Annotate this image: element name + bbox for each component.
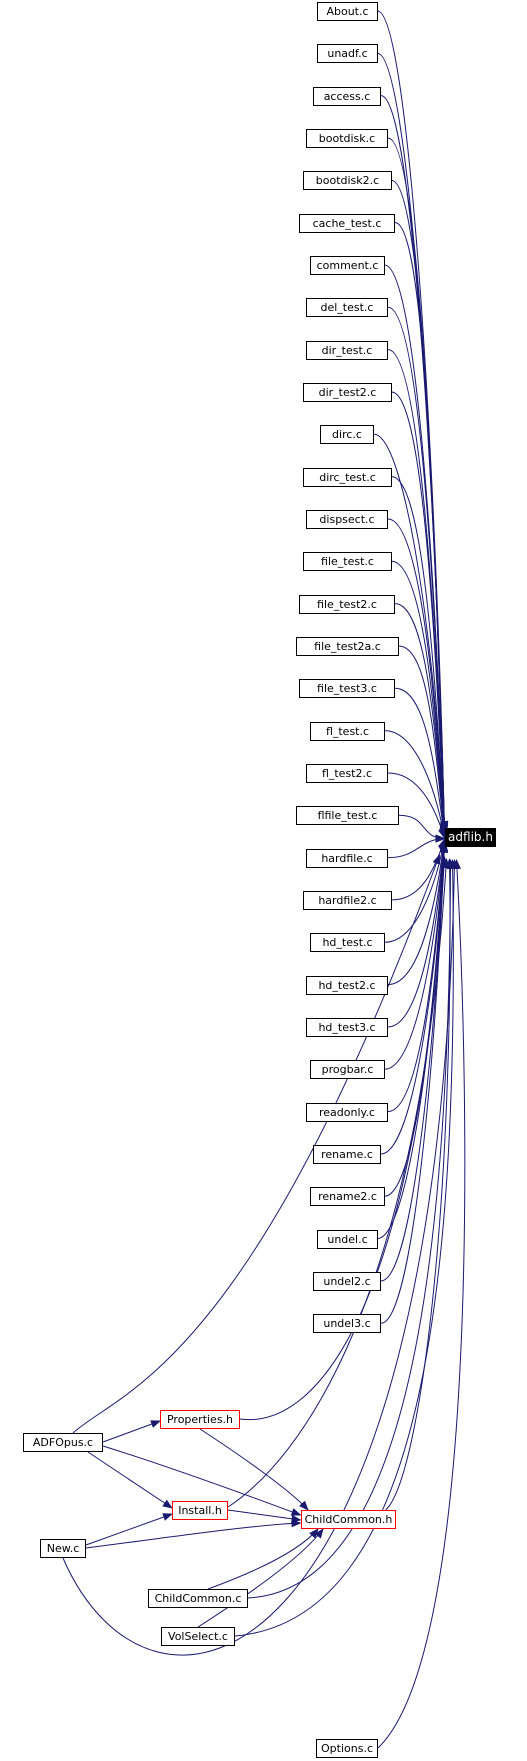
edge-dispsect-c-to-adflib-h	[387, 518, 448, 837]
node-adfopus-c[interactable]: ADFOpus.c	[23, 1433, 103, 1452]
node-fl-test-c[interactable]: fl_test.c	[310, 722, 385, 741]
node-dirc-test-c[interactable]: dirc_test.c	[303, 468, 392, 487]
edge-hardfile-c-to-adflib-h	[387, 834, 446, 859]
node-rename-c[interactable]: rename.c	[313, 1145, 381, 1164]
node-volselect-c[interactable]: VolSelect.c	[161, 1627, 235, 1646]
node-undel3-c[interactable]: undel3.c	[313, 1314, 381, 1333]
edge-hd-test-c-to-adflib-h	[384, 838, 447, 943]
node-bootdisk2-c[interactable]: bootdisk2.c	[303, 171, 392, 190]
node-dirc-c[interactable]: dirc.c	[320, 425, 374, 444]
node-hd-test2-c[interactable]: hd_test2.c	[306, 976, 388, 995]
edge-childcommon-h-to-adflib-h	[385, 858, 454, 1511]
node-progbar-c[interactable]: progbar.c	[310, 1060, 385, 1079]
edge-new-to-childcommon-h	[85, 1519, 302, 1549]
node-file-test3-c[interactable]: file_test3.c	[299, 679, 395, 698]
edge-childcommon-c-to-childcommon-h	[207, 1528, 319, 1590]
edge-options-to-adflib-h	[377, 859, 466, 1749]
edge-rename-c-to-adflib-h	[380, 840, 448, 1155]
edge-new-to-adflib-h	[62, 859, 459, 1656]
edge-dir-test2-c-to-adflib-h	[391, 391, 449, 835]
edge-volselect-to-childcommon-h	[197, 1528, 324, 1628]
edge-undel3-c-to-adflib-h	[380, 842, 449, 1324]
node-flfile-test-c[interactable]: flfile_test.c	[296, 806, 399, 825]
edge-file-test2-c-to-adflib-h	[394, 603, 448, 838]
edge-file-test-c-to-adflib-h	[391, 560, 448, 837]
edge-file-test3-c-to-adflib-h	[394, 687, 448, 838]
edge-adfopus-to-properties-h	[102, 1420, 161, 1443]
edge-fl-test-c-to-adflib-h	[384, 730, 447, 839]
edge-volselect-to-adflib-h	[234, 859, 457, 1637]
edge-adfopus-to-childcommon-h	[102, 1445, 302, 1516]
node-dir-test2-c[interactable]: dir_test2.c	[303, 383, 392, 402]
edge-readonly-c-to-adflib-h	[387, 840, 448, 1113]
node-hd-test3-c[interactable]: hd_test3.c	[306, 1018, 388, 1037]
node-undel2-c[interactable]: undel2.c	[313, 1272, 381, 1291]
node-access-c[interactable]: access.c	[313, 87, 381, 106]
node-childcommon-c[interactable]: ChildCommon.c	[148, 1589, 248, 1608]
node-childcommon-h[interactable]: ChildCommon.h	[301, 1510, 396, 1529]
node-properties-h[interactable]: Properties.h	[160, 1410, 240, 1429]
node-rename2-c[interactable]: rename2.c	[310, 1187, 385, 1206]
node-dir-test-c[interactable]: dir_test.c	[306, 341, 388, 360]
node-hardfile-c[interactable]: hardfile.c	[306, 849, 388, 868]
node-del-test-c[interactable]: del_test.c	[306, 298, 388, 317]
edge-file-test2a-c-to-adflib-h	[398, 645, 448, 838]
edge-fl-test2-c-to-adflib-h	[387, 772, 446, 839]
node-file-test2a-c[interactable]: file_test2a.c	[296, 637, 399, 656]
node-file-test-c[interactable]: file_test.c	[303, 552, 392, 571]
node-dispsect-c[interactable]: dispsect.c	[306, 510, 388, 529]
node-fl-test2-c[interactable]: fl_test2.c	[306, 764, 388, 783]
edge-childcommon-c-to-adflib-h	[247, 859, 455, 1599]
node-readonly-c[interactable]: readonly.c	[306, 1103, 388, 1122]
edge-progbar-c-to-adflib-h	[384, 840, 448, 1070]
node-hardfile2-c[interactable]: hardfile2.c	[303, 891, 392, 910]
node-undel-c[interactable]: undel.c	[317, 1230, 378, 1249]
edge-adfopus-to-install-h	[87, 1451, 173, 1509]
node-options-c[interactable]: Options.c	[316, 1739, 378, 1758]
node-comment-c[interactable]: comment.c	[310, 256, 385, 275]
node-unadf-c[interactable]: unadf.c	[317, 44, 378, 63]
node-adflib-h: adflib.h	[445, 828, 496, 847]
edge-cache-test-c-to-adflib-h	[394, 222, 449, 834]
node-about-c[interactable]: About.c	[317, 2, 378, 21]
edge-new-to-install-h	[85, 1513, 173, 1546]
edge-adfopus-to-adflib-h	[72, 854, 441, 1434]
node-bootdisk-c[interactable]: bootdisk.c	[306, 129, 388, 148]
edge-properties-to-childcommon-h	[199, 1428, 309, 1511]
node-file-test2-c[interactable]: file_test2.c	[299, 595, 395, 614]
edge-install-to-childcommon-h	[227, 1509, 302, 1523]
node-install-h[interactable]: Install.h	[172, 1501, 228, 1520]
edge-hd-test3-c-to-adflib-h	[387, 839, 448, 1028]
node-hd-test-c[interactable]: hd_test.c	[310, 933, 385, 952]
edge-install-to-adflib-h	[227, 858, 450, 1508]
node-cache-test-c[interactable]: cache_test.c	[299, 214, 395, 233]
node-new-c[interactable]: New.c	[40, 1539, 86, 1558]
edge-dirc-test-c-to-adflib-h	[391, 476, 448, 836]
dependency-edges	[62, 10, 466, 1749]
